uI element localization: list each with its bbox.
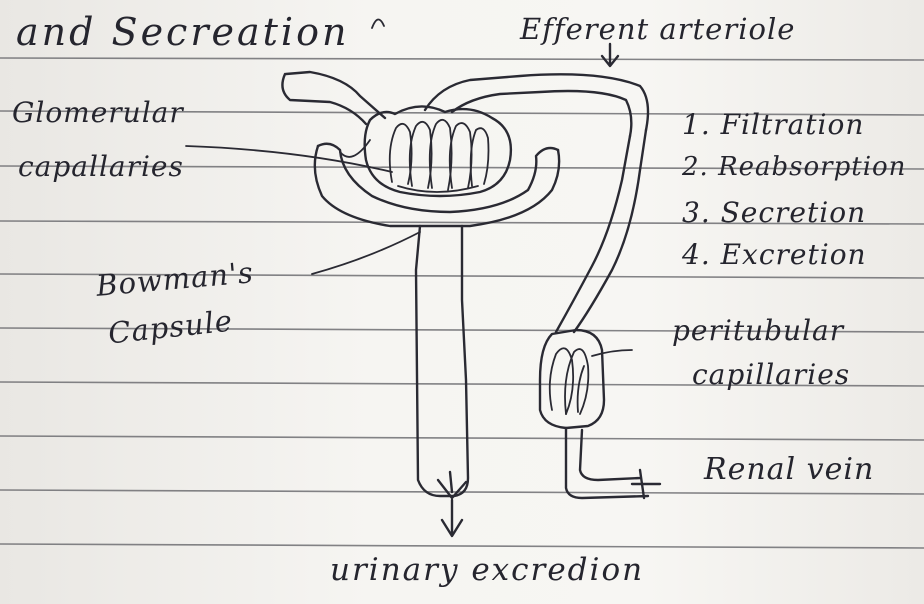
peritubular-capillaries-shape xyxy=(540,330,604,428)
step-filtration: 1. Filtration xyxy=(682,108,864,141)
afferent-arteriole xyxy=(282,72,385,124)
bowmans-pointer xyxy=(312,232,420,274)
efferent-arrow xyxy=(602,44,618,66)
descending-vessel xyxy=(556,130,646,332)
step-secretion: 3. Secretion xyxy=(682,196,866,229)
urinary-excretion-label: urinary excredion xyxy=(330,552,644,588)
urinary-arrow xyxy=(442,500,462,536)
capillaries-label: capallaries xyxy=(18,150,184,183)
step-reabsorption: 2. Reabsorption xyxy=(682,152,906,182)
efferent-arteriole xyxy=(425,74,648,136)
renal-tubule xyxy=(416,226,468,496)
efferent-arteriole-label: Efferent arteriole xyxy=(520,12,795,46)
bowmans-capsule-shape xyxy=(315,140,559,226)
step-excretion: 4. Excretion xyxy=(682,238,867,271)
glomerulus xyxy=(365,106,511,196)
glomerular-label: Glomerular xyxy=(12,96,184,129)
page-heading: and Secreation xyxy=(16,10,349,54)
heading-mark xyxy=(372,19,384,28)
renal-vein-label: Renal vein xyxy=(704,452,874,487)
peritubular-label: peritubular xyxy=(672,314,844,347)
peritubular-capillaries-label: capillaries xyxy=(692,358,850,391)
peritubular-pointer xyxy=(592,350,632,356)
